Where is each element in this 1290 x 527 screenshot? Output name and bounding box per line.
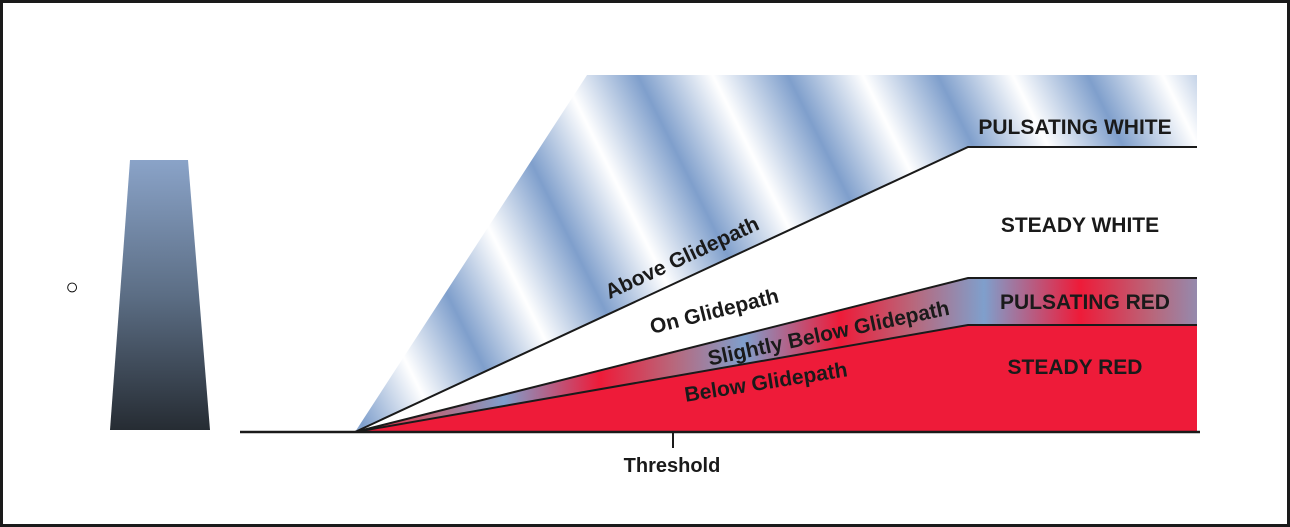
steady-white-label: STEADY WHITE bbox=[1001, 214, 1159, 237]
steady-red-zone bbox=[355, 325, 1197, 432]
pulsating-red-zone bbox=[355, 278, 1197, 432]
pulsating-white-label: PULSATING WHITE bbox=[978, 116, 1171, 139]
approach-tower bbox=[110, 160, 210, 430]
middle-boundary-line bbox=[354, 277, 1197, 433]
upper-boundary-line bbox=[354, 146, 1197, 433]
lower-boundary-line bbox=[354, 324, 1197, 433]
pulsating-white-zone bbox=[355, 75, 1197, 432]
threshold-label: Threshold bbox=[624, 455, 721, 477]
pulsating-red-label: PULSATING RED bbox=[1000, 291, 1170, 314]
indicator-circle-icon: ○ bbox=[65, 274, 78, 299]
steady-red-label: STEADY RED bbox=[1008, 356, 1143, 379]
